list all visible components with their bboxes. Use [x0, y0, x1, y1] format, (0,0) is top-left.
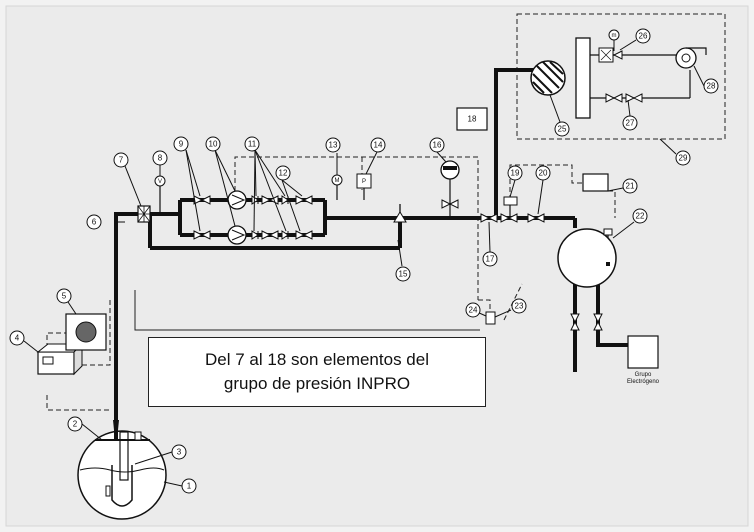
- control-box: [456, 107, 488, 131]
- callout-16: 16: [433, 141, 442, 150]
- pressure-switch-symbol: P: [362, 179, 366, 185]
- callout-3: 3: [177, 448, 182, 457]
- generator-label-2: Electrógeno: [627, 379, 660, 385]
- callout-29: 29: [679, 154, 688, 163]
- callout-10: 10: [209, 140, 218, 149]
- callout-15: 15: [399, 270, 408, 279]
- callout-7: 7: [119, 156, 124, 165]
- callout-27: 27: [626, 119, 635, 128]
- ventilation-boundary: [516, 13, 726, 140]
- callout-11: 11: [248, 140, 257, 149]
- callout-20: 20: [539, 169, 548, 178]
- callout-25: 25: [558, 125, 567, 134]
- callout-8: 8: [158, 154, 163, 163]
- callout-circles: [9, 28, 719, 494]
- accumulator: [440, 160, 460, 180]
- callout-22: 22: [636, 212, 645, 221]
- callout-2: 2: [73, 420, 78, 429]
- caption-box: Del 7 al 18 son elementos del grupo de p…: [148, 337, 486, 407]
- callout-23: 23: [515, 302, 524, 311]
- valves: [193, 50, 643, 331]
- leak-sensor: [485, 311, 496, 325]
- level-regulator: [582, 173, 609, 192]
- callout-9: 9: [179, 140, 184, 149]
- caption-line-1: Del 7 al 18 son elementos del: [205, 350, 429, 369]
- solenoid-box: [503, 196, 518, 206]
- callout-12: 12: [279, 169, 288, 178]
- callout-24: 24: [469, 306, 478, 315]
- callout-numbers: 1 2 3 4 5 6 7 8 9 10 11 12 13 14 15 16 1…: [15, 32, 716, 491]
- pumps: [227, 190, 247, 245]
- pressure-switch-icon: [356, 173, 372, 189]
- callout-5: 5: [62, 292, 67, 301]
- motor-symbol: m: [612, 33, 617, 39]
- callout-4: 4: [15, 334, 20, 343]
- relief-valve: [393, 204, 407, 223]
- fan: [675, 47, 707, 69]
- generator-label-1: Grupo: [635, 372, 652, 378]
- daily-tank: [557, 228, 617, 288]
- motor-valve: m: [598, 29, 620, 63]
- callout-26: 26: [639, 32, 648, 41]
- callout-17: 17: [486, 255, 495, 264]
- callout-6: 6: [92, 218, 97, 227]
- callout-18: 18: [468, 115, 477, 124]
- generator-icon: [627, 335, 659, 369]
- callout-28: 28: [707, 82, 716, 91]
- caption-line-2: grupo de presión INPRO: [223, 374, 411, 393]
- callout-21: 21: [626, 182, 635, 191]
- leader-lines: [23, 39, 705, 487]
- callout-14: 14: [374, 141, 383, 150]
- callout-19: 19: [511, 169, 520, 178]
- check-valves: [251, 93, 591, 240]
- flow-meter-symbol: V: [158, 179, 162, 185]
- callout-13: 13: [329, 141, 338, 150]
- heat-exchanger: [530, 37, 591, 119]
- callout-1: 1: [187, 482, 192, 491]
- control-line-18: [234, 156, 479, 300]
- manometer-symbol: M: [335, 178, 340, 184]
- diesel-tank: [77, 420, 167, 520]
- alarm-panel: [65, 313, 107, 351]
